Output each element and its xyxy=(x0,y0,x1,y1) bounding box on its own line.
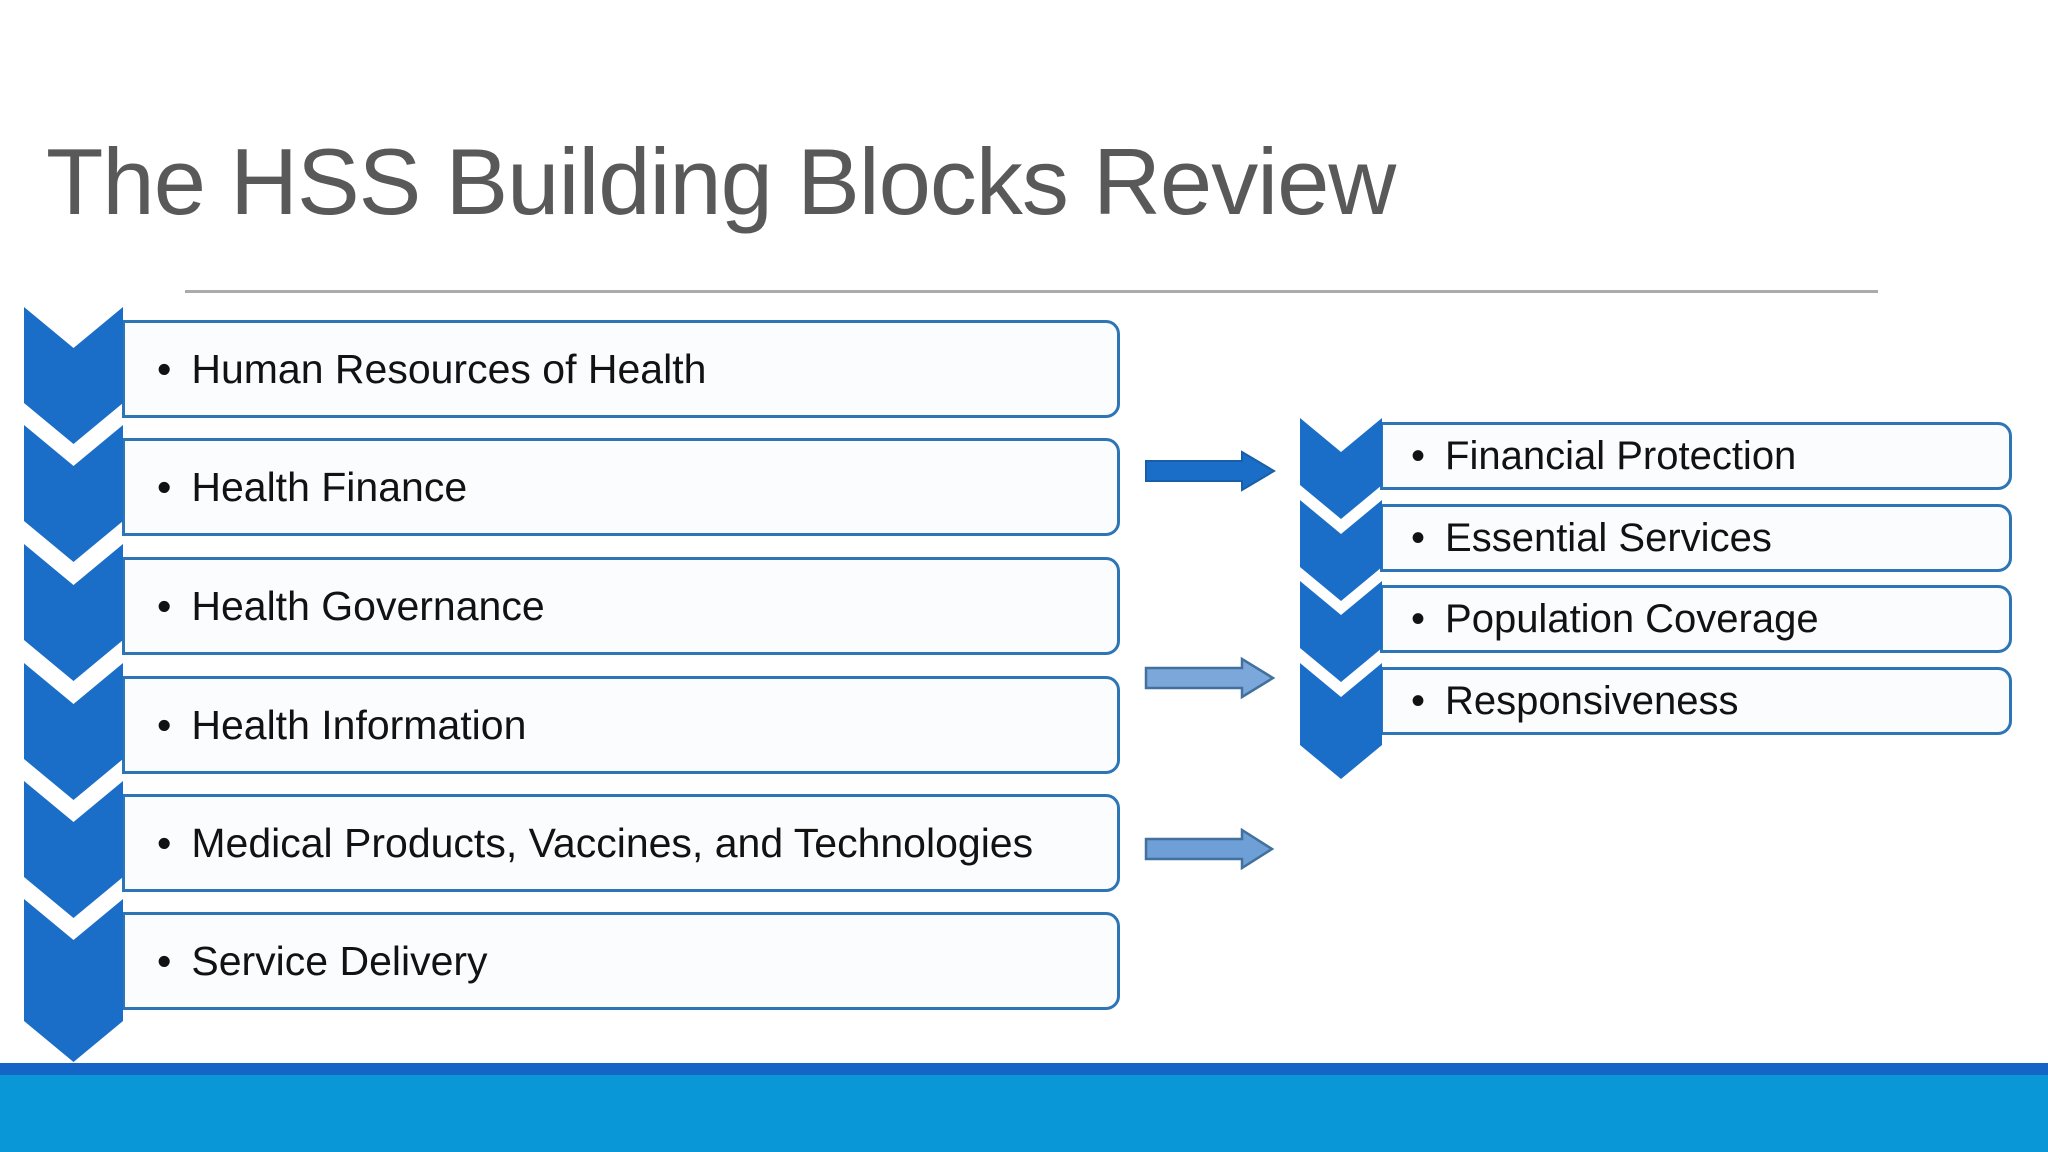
chevron-down-icon xyxy=(1300,500,1382,601)
left-item-label: Human Resources of Health xyxy=(191,345,707,392)
chevron-down-icon xyxy=(24,899,123,1062)
right-list-item-1: • Financial Protection xyxy=(1380,422,2012,490)
left-list-item-1: • Human Resources of Health xyxy=(122,320,1120,418)
footer-accent-stripe xyxy=(0,1063,2048,1075)
right-arrow-icon xyxy=(1145,450,1276,492)
left-item-label: Medical Products, Vaccines, and Technolo… xyxy=(191,819,1034,866)
footer-band xyxy=(0,1075,2048,1152)
left-list-item-3: • Health Governance xyxy=(122,557,1120,655)
right-arrow-icon xyxy=(1144,656,1276,700)
left-list-item-5: • Medical Products, Vaccines, and Techno… xyxy=(122,794,1120,892)
bullet-icon: • xyxy=(1411,596,1426,641)
right-item-label: Responsiveness xyxy=(1445,678,1739,723)
chevron-down-icon xyxy=(24,663,123,800)
title-divider xyxy=(185,290,1878,293)
left-list-item-4: • Health Information xyxy=(122,676,1120,774)
right-item-label: Population Coverage xyxy=(1445,596,1819,641)
bullet-icon: • xyxy=(1411,678,1426,723)
right-item-label: Financial Protection xyxy=(1445,433,1797,478)
chevron-down-icon xyxy=(1300,418,1382,519)
bullet-icon: • xyxy=(1411,515,1426,560)
left-item-label: Service Delivery xyxy=(191,937,488,984)
slide-title: The HSS Building Blocks Review xyxy=(46,129,1396,234)
bullet-icon: • xyxy=(157,937,172,984)
bullet-icon: • xyxy=(1411,433,1426,478)
right-list-item-3: • Population Coverage xyxy=(1380,585,2012,653)
bullet-icon: • xyxy=(157,463,172,510)
chevron-down-icon xyxy=(1300,663,1382,779)
chevron-down-icon xyxy=(24,781,123,918)
right-item-label: Essential Services xyxy=(1445,515,1772,560)
chevron-down-icon xyxy=(24,544,123,681)
right-list-item-2: • Essential Services xyxy=(1380,504,2012,572)
left-item-label: Health Finance xyxy=(191,463,468,510)
left-list-item-2: • Health Finance xyxy=(122,438,1120,536)
left-list-item-6: • Service Delivery xyxy=(122,912,1120,1010)
bullet-icon: • xyxy=(157,819,172,866)
left-item-label: Health Governance xyxy=(191,582,545,629)
bullet-icon: • xyxy=(157,345,172,392)
chevron-down-icon xyxy=(24,425,123,562)
bullet-icon: • xyxy=(157,582,172,629)
chevron-down-icon xyxy=(24,307,123,444)
left-item-label: Health Information xyxy=(191,701,527,748)
chevron-down-icon xyxy=(1300,581,1382,682)
right-arrow-icon xyxy=(1144,827,1275,871)
right-list-item-4: • Responsiveness xyxy=(1380,667,2012,735)
bullet-icon: • xyxy=(157,701,172,748)
